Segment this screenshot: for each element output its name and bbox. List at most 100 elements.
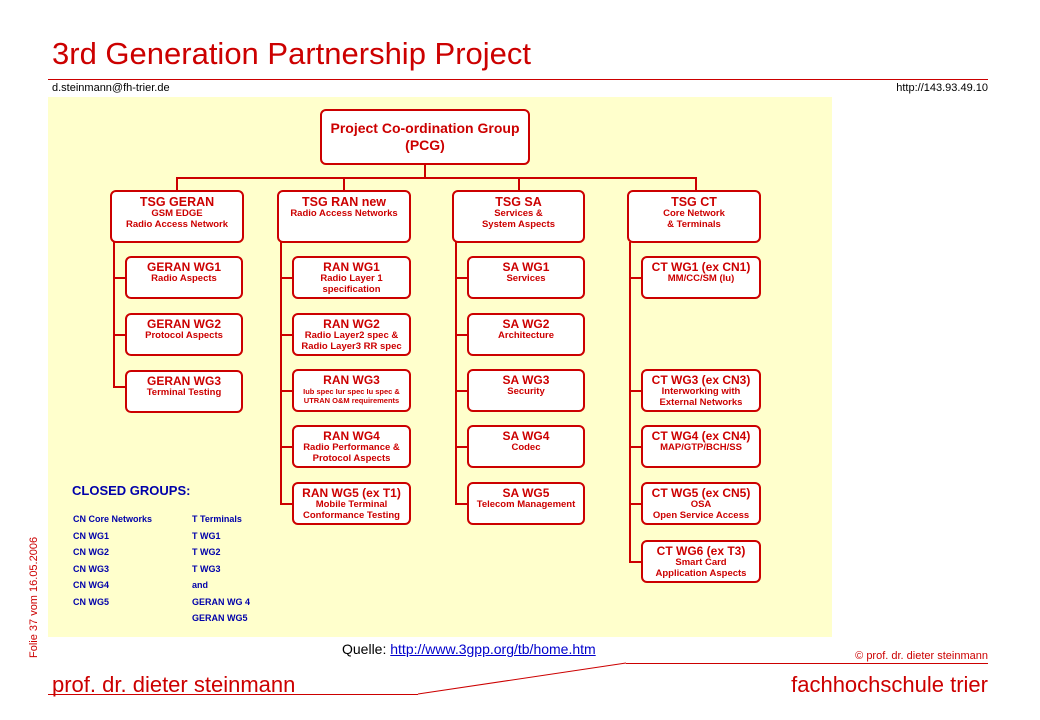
closed-group-item: GERAN WG 4 (192, 596, 251, 607)
connector (176, 177, 178, 191)
source-link[interactable]: http://www.3gpp.org/tb/home.htm (390, 641, 596, 657)
wg-line: Iub spec Iur spec Iu spec & (303, 387, 400, 396)
wg-title: GERAN WG3 (146, 374, 221, 388)
closed-group-item: T Terminals (192, 514, 242, 524)
author-email: d.steinmann@fh-trier.de (52, 82, 170, 94)
wg-box: RAN WG1 Radio Layer 1 specification (292, 256, 411, 299)
tsg-title: TSG SA (495, 195, 542, 209)
wg-title: RAN WG5 (ex T1) (302, 486, 401, 500)
wg-line: Radio Layer2 spec & (304, 330, 399, 341)
wg-title: CT WG6 (ex T3) (656, 544, 746, 558)
wg-line: External Networks (659, 396, 743, 408)
tsg-line: Services & (494, 208, 543, 219)
footer-rule (48, 694, 418, 695)
connector (455, 503, 467, 505)
footer-rule (626, 663, 988, 664)
wg-box: SA WG1 Services (467, 256, 585, 299)
closed-group-item: CN WG3 (73, 563, 109, 574)
connector (455, 242, 457, 504)
closed-group-item: CN WG2 (73, 547, 109, 557)
closed-group-item: CN Core Networks (73, 514, 153, 524)
wg-title: CT WG1 (ex CN1) (651, 260, 751, 274)
wg-box: SA WG2 Architecture (467, 313, 585, 356)
closed-group-item: and (192, 580, 209, 590)
wg-box: GERAN WG1 Radio Aspects (125, 256, 243, 299)
wg-title: RAN WG3 (323, 373, 380, 387)
wg-line: Services (506, 273, 546, 284)
wg-title: CT WG5 (ex CN5) (651, 486, 751, 500)
tsg-geran-box: TSG GERAN GSM EDGE Radio Access Network (110, 190, 244, 243)
closed-group-item: T WG2 (192, 547, 221, 557)
connector (113, 277, 125, 279)
wg-box: RAN WG3 Iub spec Iur spec Iu spec & UTRA… (292, 369, 411, 412)
slide-number-label: Folie 37 vom 16.05.2006 (28, 536, 40, 658)
connector (455, 334, 467, 336)
wg-line: MAP/GTP/BCH/SS (660, 442, 742, 453)
connector (280, 277, 292, 279)
tsg-line: GSM EDGE (151, 208, 203, 219)
wg-line: Radio Performance & (303, 442, 400, 453)
tsg-title: TSG CT (671, 195, 717, 209)
wg-title: RAN WG4 (323, 429, 380, 443)
wg-title: CT WG4 (ex CN4) (651, 429, 751, 443)
closed-group-item: CN WG5 (73, 596, 109, 607)
connector (629, 242, 631, 562)
wg-line: Radio Layer 1 (320, 273, 383, 284)
wg-box: GERAN WG3 Terminal Testing (125, 370, 243, 413)
connector (113, 242, 115, 387)
tsg-title: TSG RAN new (301, 195, 387, 209)
wg-line: Security (507, 386, 545, 397)
wg-box: SA WG3 Security (467, 369, 585, 412)
connector (455, 446, 467, 448)
footer-author: prof. dr. dieter steinmann (52, 672, 296, 697)
wg-line: specification (322, 283, 381, 295)
tsg-line: Radio Access Networks (290, 208, 398, 219)
wg-box: CT WG1 (ex CN1) MM/CC/SM (Iu) (641, 256, 761, 299)
connector (629, 446, 641, 448)
wg-line: OSA (690, 499, 712, 510)
connector (629, 390, 641, 392)
wg-line: Protocol Aspects (145, 330, 223, 341)
connector (113, 334, 125, 336)
wg-line: Terminal Testing (146, 387, 222, 398)
tsg-ran-box: TSG RAN new Radio Access Networks (277, 190, 411, 243)
closed-group-item: CN WG4 (73, 580, 109, 590)
connector (113, 386, 125, 388)
wg-box: RAN WG2 Radio Layer2 spec & Radio Layer3… (292, 313, 411, 356)
source-line: Quelle: http://www.3gpp.org/tb/home.htm (342, 641, 596, 657)
connector (176, 177, 697, 179)
wg-box: SA WG4 Codec (467, 425, 585, 468)
wg-line: Conformance Testing (303, 509, 400, 521)
wg-title: GERAN WG1 (146, 260, 221, 274)
wg-line: Codec (511, 442, 541, 453)
tsg-line: Radio Access Network (125, 218, 229, 230)
closed-group-item: CN WG1 (73, 530, 109, 541)
wg-line: UTRAN O&M requirements (303, 396, 400, 405)
tsg-line: Core Network (663, 208, 725, 219)
closed-group-item: GERAN WG5 (192, 613, 248, 623)
wg-line: Smart Card (675, 557, 727, 568)
wg-box: CT WG6 (ex T3) Smart Card Application As… (641, 540, 761, 583)
wg-title: SA WG3 (502, 373, 550, 387)
closed-groups-col2: T Terminals T WG1 T WG2 T WG3 and GERAN … (192, 511, 250, 627)
connector (424, 165, 426, 178)
footer-school: fachhochschule trier (791, 672, 988, 697)
wg-title: SA WG2 (502, 317, 550, 331)
connector (280, 503, 292, 505)
closed-group-item: T WG1 (192, 530, 221, 541)
tsg-sa-box: TSG SA Services & System Aspects (452, 190, 585, 243)
wg-line: Application Aspects (655, 567, 747, 579)
wg-line: Radio Aspects (151, 273, 217, 284)
wg-line: Telecom Management (476, 499, 576, 510)
wg-box: GERAN WG2 Protocol Aspects (125, 313, 243, 356)
connector (455, 277, 467, 279)
closed-groups-title: CLOSED GROUPS: (72, 483, 191, 498)
wg-line: Mobile Terminal (315, 499, 388, 510)
wg-line: Architecture (498, 330, 554, 341)
title-rule (48, 79, 988, 80)
wg-box: SA WG5 Telecom Management (467, 482, 585, 525)
source-label: Quelle: (342, 641, 391, 657)
wg-line: Open Service Access (652, 509, 750, 521)
tsg-line: & Terminals (667, 218, 721, 230)
wg-title: GERAN WG2 (146, 317, 221, 331)
